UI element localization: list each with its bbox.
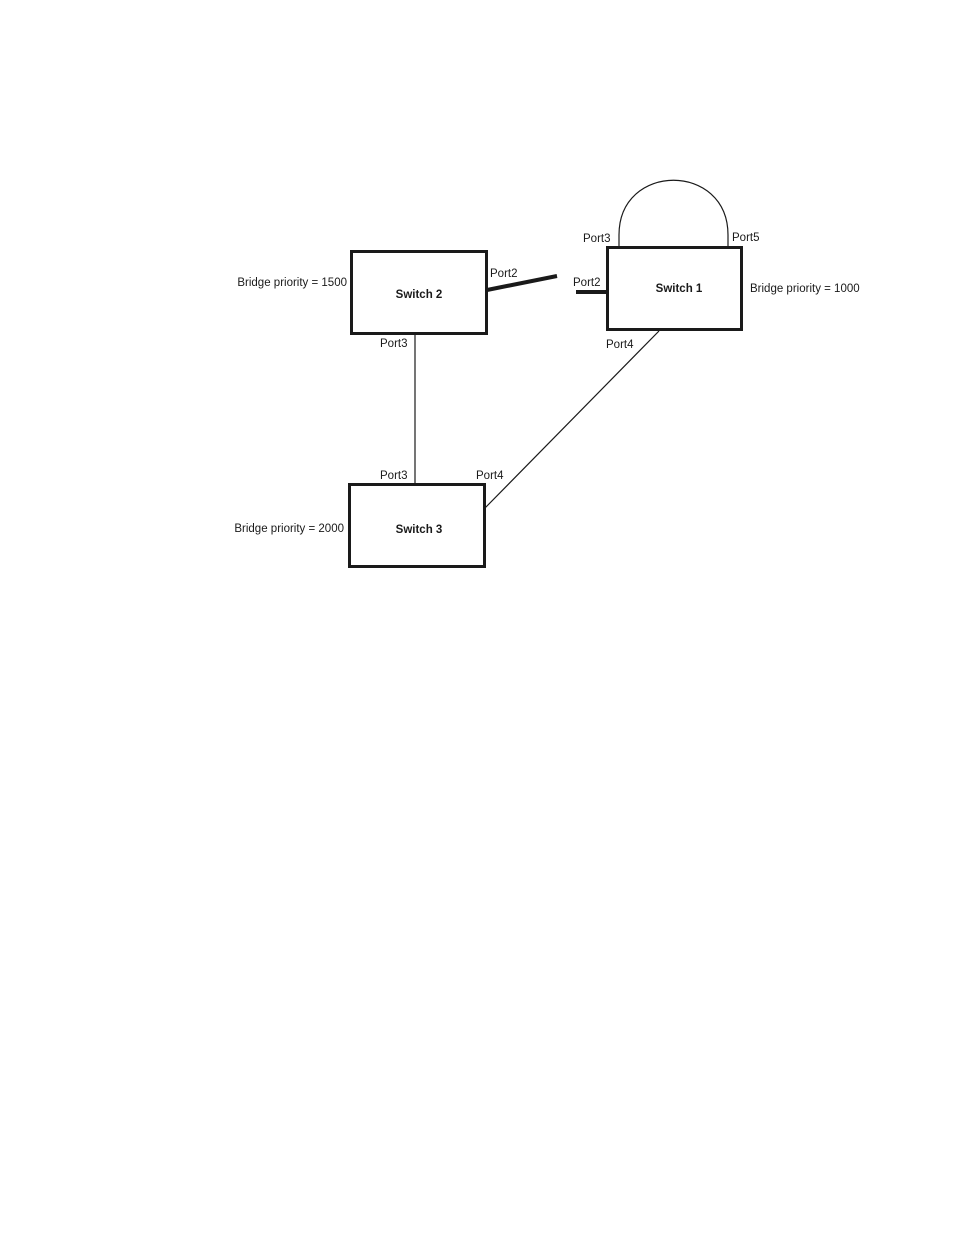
- switch-2: Switch 2 Bridge priority = 1500 Port2 Po…: [237, 252, 517, 351]
- switch-1-port5-label: Port5: [732, 232, 760, 244]
- switch-1-name: Switch 1: [656, 283, 703, 295]
- switch-3-name: Switch 3: [396, 524, 443, 536]
- switch-3-port3-label: Port3: [380, 470, 408, 482]
- switch-3-priority-label: Bridge priority = 2000: [234, 523, 344, 535]
- switch-1-port4-label: Port4: [606, 339, 634, 351]
- switch-1-port2-label: Port2: [573, 277, 601, 289]
- switch-2-port3-label: Port3: [380, 338, 408, 350]
- switch-1-priority-label: Bridge priority = 1000: [750, 283, 860, 295]
- switch-1: Switch 1 Bridge priority = 1000 Port3 Po…: [573, 232, 860, 351]
- switch-2-name: Switch 2: [396, 289, 443, 301]
- switch-2-port2-label: Port2: [490, 268, 518, 280]
- switch-1-port3-label: Port3: [583, 233, 611, 245]
- switch-3-port4-label: Port4: [476, 470, 504, 482]
- link-switch1-port4-switch3-port4: [485, 331, 659, 508]
- switch-2-priority-label: Bridge priority = 1500: [237, 277, 347, 289]
- switch-3: Switch 3 Bridge priority = 2000 Port3 Po…: [234, 470, 504, 567]
- loop-link-switch1-port3-port5: [619, 180, 728, 247]
